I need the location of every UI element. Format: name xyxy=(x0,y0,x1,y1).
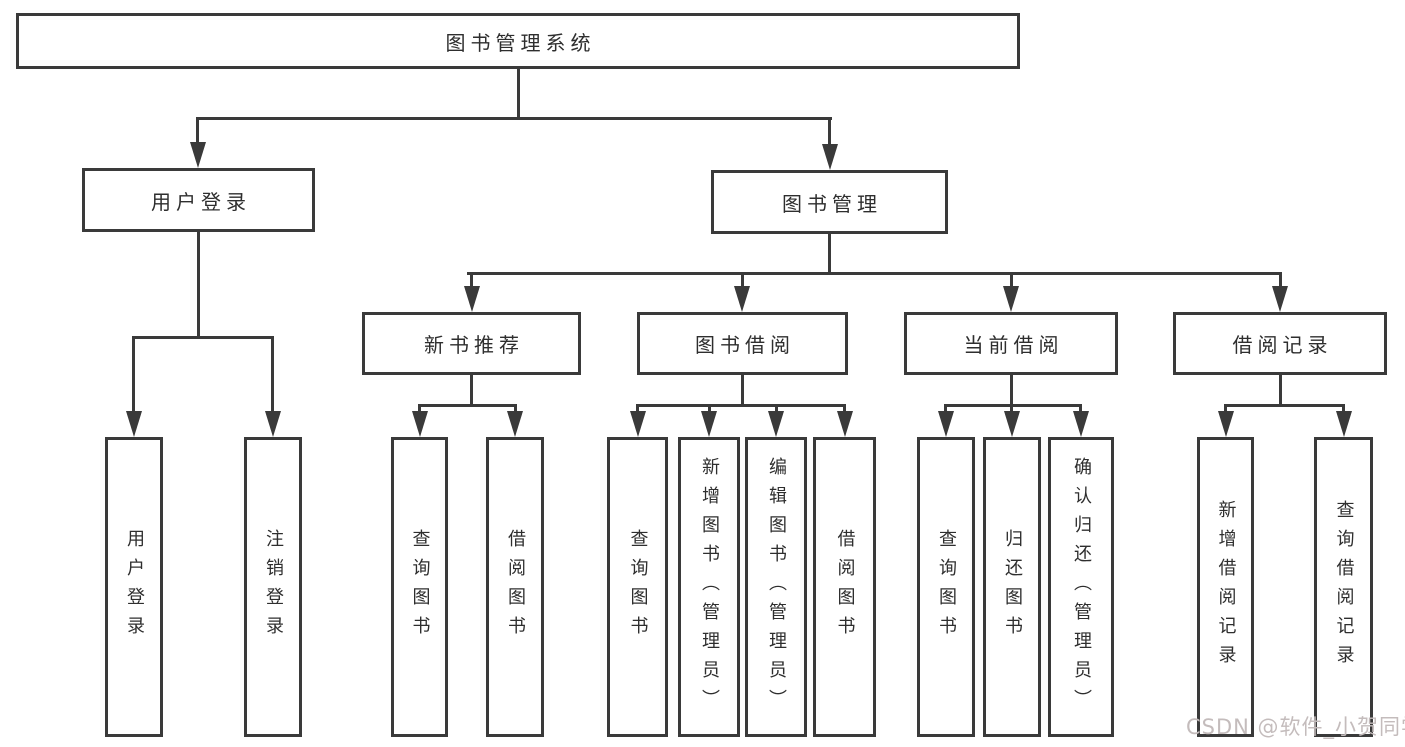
arrow-down-icon xyxy=(1336,411,1352,437)
node-borrowing-records: 借阅记录 xyxy=(1173,312,1387,375)
connector-root-bar xyxy=(196,117,832,120)
connector-leaf xyxy=(944,404,947,414)
connector-leaf xyxy=(708,404,711,414)
connector-user-login-bar xyxy=(132,336,274,339)
csdn-watermark: CSDN @软件_小贺同学 xyxy=(1186,715,1405,739)
leaf-logout-label: 注销登录 xyxy=(263,529,284,645)
leaf-query-borrow-record-label: 查询借阅记录 xyxy=(1333,500,1355,674)
connector-leaf xyxy=(1079,404,1082,414)
connector-to-book-management xyxy=(828,117,831,145)
connector-borrowing-records-bar xyxy=(1224,404,1344,407)
node-current-borrowing: 当前借阅 xyxy=(904,312,1118,375)
leaf-query-books-1-label: 查询图书 xyxy=(409,529,431,645)
leaf-edit-books-admin-label: 编辑图书（管理员） xyxy=(766,456,787,718)
arrow-down-icon xyxy=(190,142,206,168)
node-user-login-label: 用户登录 xyxy=(151,189,251,214)
leaf-edit-books-admin: 编辑图书（管理员） xyxy=(745,437,807,737)
arrow-down-icon xyxy=(464,286,480,312)
arrow-down-icon xyxy=(1218,411,1234,437)
leaf-query-books-1: 查询图书 xyxy=(391,437,448,737)
node-library-management-system: 图书管理系统 xyxy=(16,13,1020,69)
arrow-down-icon xyxy=(126,411,142,437)
leaf-return-books: 归还图书 xyxy=(983,437,1041,737)
leaf-user-login-label: 用户登录 xyxy=(124,529,145,645)
connector-to-leaf-logout xyxy=(271,336,274,413)
leaf-add-books-admin: 新增图书（管理员） xyxy=(678,437,740,737)
connector-to-new-book-recommend xyxy=(470,272,473,288)
leaf-confirm-return-admin-label: 确认归还（管理员） xyxy=(1071,456,1092,718)
arrow-down-icon xyxy=(630,411,646,437)
leaf-query-books-2-label: 查询图书 xyxy=(627,529,649,645)
arrow-down-icon xyxy=(1003,286,1019,312)
connector-leaf xyxy=(636,404,639,414)
connector-to-leaf-user-login xyxy=(132,336,135,413)
connector-leaf xyxy=(1342,404,1345,414)
arrow-down-icon xyxy=(938,411,954,437)
leaf-query-books-3-label: 查询图书 xyxy=(936,529,957,645)
leaf-add-borrow-record-label: 新增借阅记录 xyxy=(1215,500,1237,674)
leaf-add-books-admin-label: 新增图书（管理员） xyxy=(699,456,720,718)
leaf-user-login: 用户登录 xyxy=(105,437,163,737)
arrow-down-icon xyxy=(507,411,523,437)
node-book-management: 图书管理 xyxy=(711,170,948,234)
leaf-borrow-books-1: 借阅图书 xyxy=(486,437,544,737)
leaf-return-books-label: 归还图书 xyxy=(1002,529,1023,645)
node-new-book-recommend-label: 新书推荐 xyxy=(424,333,524,357)
arrow-down-icon xyxy=(1004,411,1020,437)
arrow-down-icon xyxy=(1272,286,1288,312)
arrow-down-icon xyxy=(822,144,838,170)
node-book-borrowing-label: 图书借阅 xyxy=(695,333,795,357)
connector-current-borrowing-bar xyxy=(944,404,1082,407)
node-borrowing-records-label: 借阅记录 xyxy=(1232,333,1333,357)
leaf-add-borrow-record: 新增借阅记录 xyxy=(1197,437,1254,737)
connector-borrowing-records-stem xyxy=(1279,375,1282,406)
node-user-login: 用户登录 xyxy=(82,168,315,232)
connector-leaf xyxy=(418,404,421,414)
connector-current-borrowing-stem xyxy=(1010,375,1013,406)
leaf-query-books-3: 查询图书 xyxy=(917,437,975,737)
connector-user-login-stem xyxy=(197,232,200,338)
connector-leaf xyxy=(1010,404,1013,414)
connector-to-current-borrowing xyxy=(1010,272,1013,288)
connector-leaf xyxy=(843,404,846,414)
connector-to-book-borrowing xyxy=(741,272,744,288)
node-current-borrowing-label: 当前借阅 xyxy=(963,333,1064,357)
connector-book-management-bar xyxy=(467,272,1281,275)
leaf-borrow-books-2: 借阅图书 xyxy=(813,437,876,737)
leaf-borrow-books-1-label: 借阅图书 xyxy=(505,529,526,645)
leaf-query-books-2: 查询图书 xyxy=(607,437,668,737)
connector-leaf xyxy=(514,404,517,414)
arrow-down-icon xyxy=(837,411,853,437)
arrow-down-icon xyxy=(768,411,784,437)
arrow-down-icon xyxy=(734,286,750,312)
leaf-borrow-books-2-label: 借阅图书 xyxy=(834,529,856,645)
node-book-borrowing: 图书借阅 xyxy=(637,312,848,375)
connector-to-user-login xyxy=(196,117,199,145)
connector-leaf xyxy=(775,404,778,414)
connector-book-borrowing-bar xyxy=(636,404,845,407)
arrow-down-icon xyxy=(701,411,717,437)
node-library-management-system-label: 图书管理系统 xyxy=(445,30,596,55)
arrow-down-icon xyxy=(1073,411,1089,437)
connector-to-borrowing-records xyxy=(1279,272,1282,288)
connector-new-book-bar xyxy=(418,404,517,407)
connector-root-stem xyxy=(517,69,520,119)
connector-book-borrowing-stem xyxy=(741,375,744,406)
arrow-down-icon xyxy=(412,411,428,437)
connector-new-book-stem xyxy=(470,375,473,406)
node-book-management-label: 图书管理 xyxy=(782,191,882,216)
connector-book-management-stem xyxy=(828,234,831,275)
leaf-confirm-return-admin: 确认归还（管理员） xyxy=(1048,437,1114,737)
arrow-down-icon xyxy=(265,411,281,437)
leaf-query-borrow-record: 查询借阅记录 xyxy=(1314,437,1373,737)
leaf-logout: 注销登录 xyxy=(244,437,302,737)
connector-leaf xyxy=(1224,404,1227,414)
node-new-book-recommend: 新书推荐 xyxy=(362,312,581,375)
